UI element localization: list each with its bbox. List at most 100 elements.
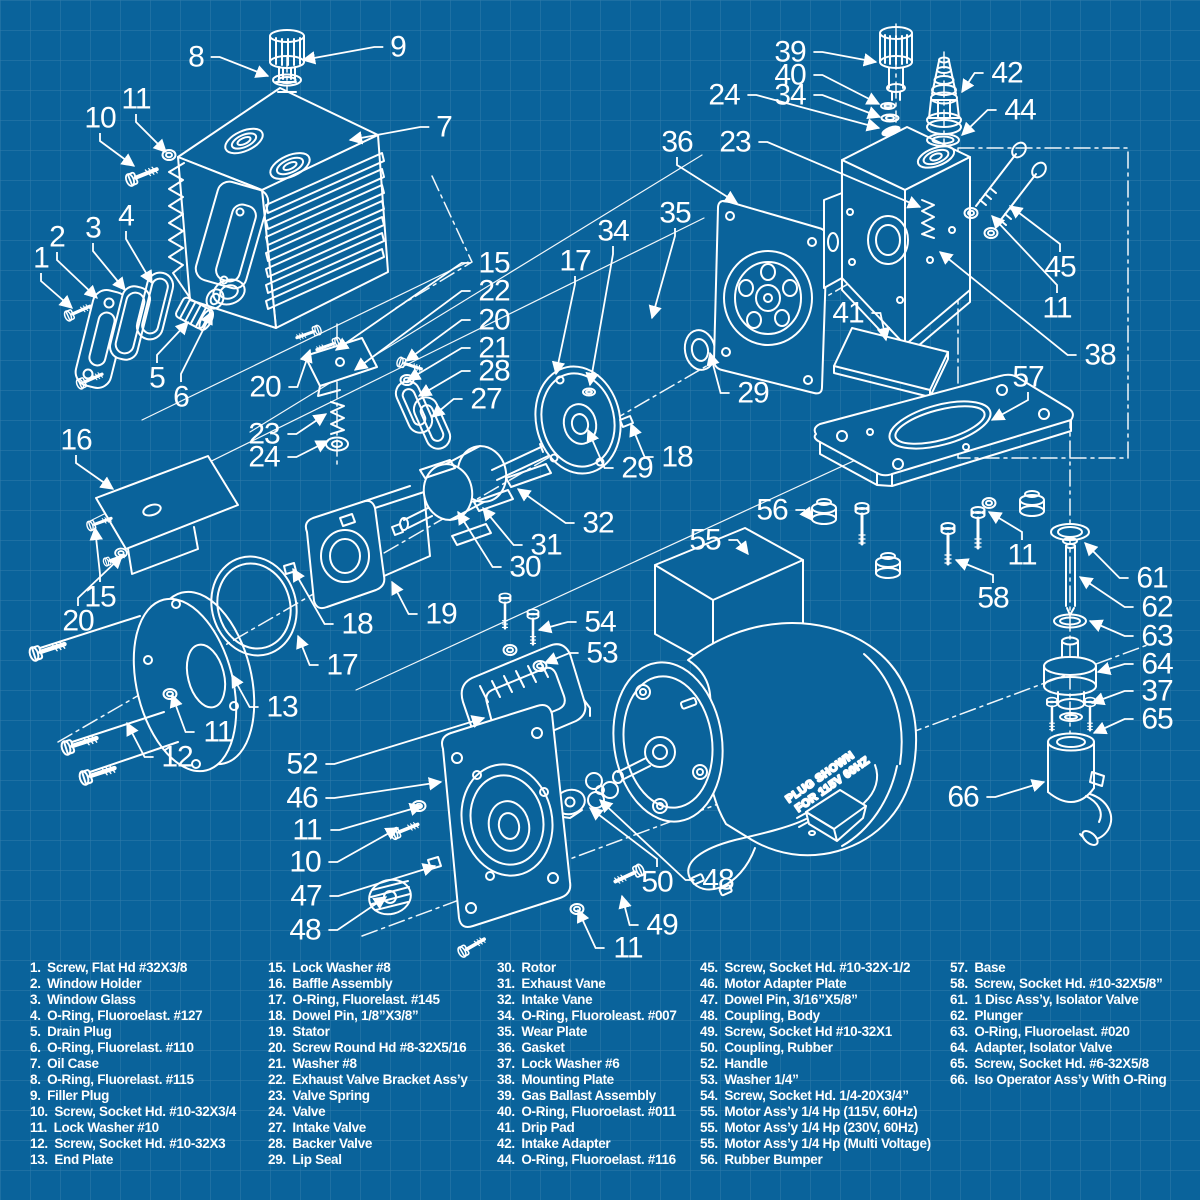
power-plug (796, 764, 879, 842)
callout-11: 11 (613, 932, 642, 965)
part-row: 55. Motor Ass’y 1/4 Hp (115V, 60Hz) (700, 1104, 918, 1119)
part-row: 55. Motor Ass’y 1/4 Hp (230V, 60Hz) (700, 1120, 919, 1135)
callout-16: 16 (60, 424, 92, 457)
callout-62: 62 (1141, 591, 1173, 624)
leader-line (599, 799, 695, 881)
part-row: 55. Motor Ass’y 1/4 Hp (Multi Voltage) (700, 1136, 931, 1151)
leader-line (1084, 542, 1129, 579)
callout-49: 49 (646, 909, 678, 942)
part-row: 61. 1 Disc Ass’y, Isolator Valve (950, 992, 1139, 1007)
power-cord (687, 818, 807, 891)
gas-ballast-assembly (879, 26, 913, 123)
part-row: 21. Washer #8 (268, 1056, 357, 1071)
leader-line (1096, 662, 1134, 675)
callout-24: 24 (248, 441, 280, 474)
leader-line (231, 673, 259, 708)
leader-line (287, 413, 328, 435)
leader-line (961, 72, 984, 94)
leader-line (391, 580, 418, 615)
callout-55: 55 (689, 524, 721, 557)
callout-10: 10 (84, 102, 116, 135)
leader-line (292, 567, 334, 625)
leader-line (353, 290, 471, 371)
callout-18: 18 (661, 441, 693, 474)
leader-line (210, 56, 270, 78)
leader-line (648, 228, 676, 320)
leader-line (430, 398, 463, 418)
part-row: 24. Valve (268, 1104, 326, 1119)
leader-line (1092, 718, 1134, 735)
oil-case (168, 81, 389, 329)
part-row: 7. Oil Case (30, 1056, 99, 1071)
callout-42: 42 (991, 57, 1023, 90)
part-row: 12. Screw, Socket Hd. #10-32X3 (30, 1136, 226, 1151)
part-row: 62. Plunger (950, 1008, 1023, 1023)
callout-24: 24 (708, 79, 740, 112)
leader-line (169, 693, 195, 733)
callout-3: 3 (85, 212, 101, 245)
leader-line (156, 321, 189, 363)
callout-63: 63 (1141, 620, 1173, 653)
callout-47: 47 (290, 880, 322, 913)
leader-line (987, 511, 1023, 540)
base-plate (813, 373, 1074, 487)
callout-17: 17 (559, 245, 591, 278)
part-row: 42. Intake Adapter (497, 1136, 611, 1151)
part-row: 53. Washer 1/4” (700, 1072, 799, 1087)
callout-36: 36 (661, 126, 693, 159)
callout-5: 5 (149, 362, 165, 395)
leader-line (125, 231, 153, 285)
part-row: 57. Base (950, 960, 1006, 975)
part-row: 46. Motor Adapter Plate (700, 976, 847, 991)
part-row: 44. O-Ring, Fluoroelast. #116 (497, 1152, 676, 1167)
leader-line (618, 894, 639, 926)
leader-line (89, 526, 104, 582)
part-row: 31. Exhaust Vane (497, 976, 606, 991)
callout-27: 27 (470, 383, 502, 416)
leader-line (551, 276, 576, 376)
case-o-ring (210, 555, 298, 657)
part-row: 8. O-Ring, Fluorelast. #115 (30, 1072, 194, 1087)
leader-line (813, 94, 882, 119)
leader-line (329, 863, 437, 897)
callout-18: 18 (341, 608, 373, 641)
callout-11: 11 (121, 83, 150, 116)
valve-spring (330, 401, 345, 435)
intake-adapter (926, 56, 962, 147)
callout-10: 10 (289, 846, 321, 879)
part-row: 27. Intake Valve (268, 1120, 367, 1135)
cooling-fins-left (168, 162, 191, 299)
leader-line (180, 310, 213, 382)
callout-35: 35 (659, 197, 691, 230)
callout-64: 64 (1141, 648, 1173, 681)
callout-38: 38 (1084, 339, 1116, 372)
part-row: 34. O-Ring, Fluoroleast. #007 (497, 1008, 677, 1023)
leader-line (629, 422, 654, 458)
leader-line (954, 558, 994, 583)
leader-line (1008, 205, 1061, 252)
leader-line (56, 252, 98, 299)
part-row: 52. Handle (700, 1056, 768, 1071)
part-row: 17. O-Ring, Fluorelast. #145 (268, 992, 440, 1007)
callout-30: 30 (509, 551, 541, 584)
callout-34: 34 (597, 215, 629, 248)
part-row: 23. Valve Spring (268, 1088, 370, 1103)
part-row: 66. Iso Operator Ass’y With O-Ring (950, 1072, 1167, 1087)
part-row: 54. Screw, Socket Hd. 1/4-20X3/4” (700, 1088, 909, 1103)
leader-line (986, 779, 1046, 798)
callout-20: 20 (62, 605, 94, 638)
callout-53: 53 (586, 637, 618, 670)
part-row: 35. Wear Plate (497, 1024, 588, 1039)
callout-4: 4 (118, 200, 134, 233)
part-row: 63. O-Ring, Fluoroelast. #020 (950, 1024, 1130, 1039)
part-row: 13. End Plate (30, 1152, 114, 1167)
part-row: 50. Coupling, Rubber (700, 1040, 833, 1055)
leader-line (537, 620, 577, 634)
part-row: 6. O-Ring, Fluorelast. #110 (30, 1040, 194, 1055)
leader-line (325, 715, 486, 765)
exhaust-valve-bracket (293, 322, 452, 452)
callout-48: 48 (702, 864, 734, 897)
callout-56: 56 (756, 494, 788, 527)
callout-20: 20 (249, 371, 281, 404)
leader-line (325, 777, 443, 799)
